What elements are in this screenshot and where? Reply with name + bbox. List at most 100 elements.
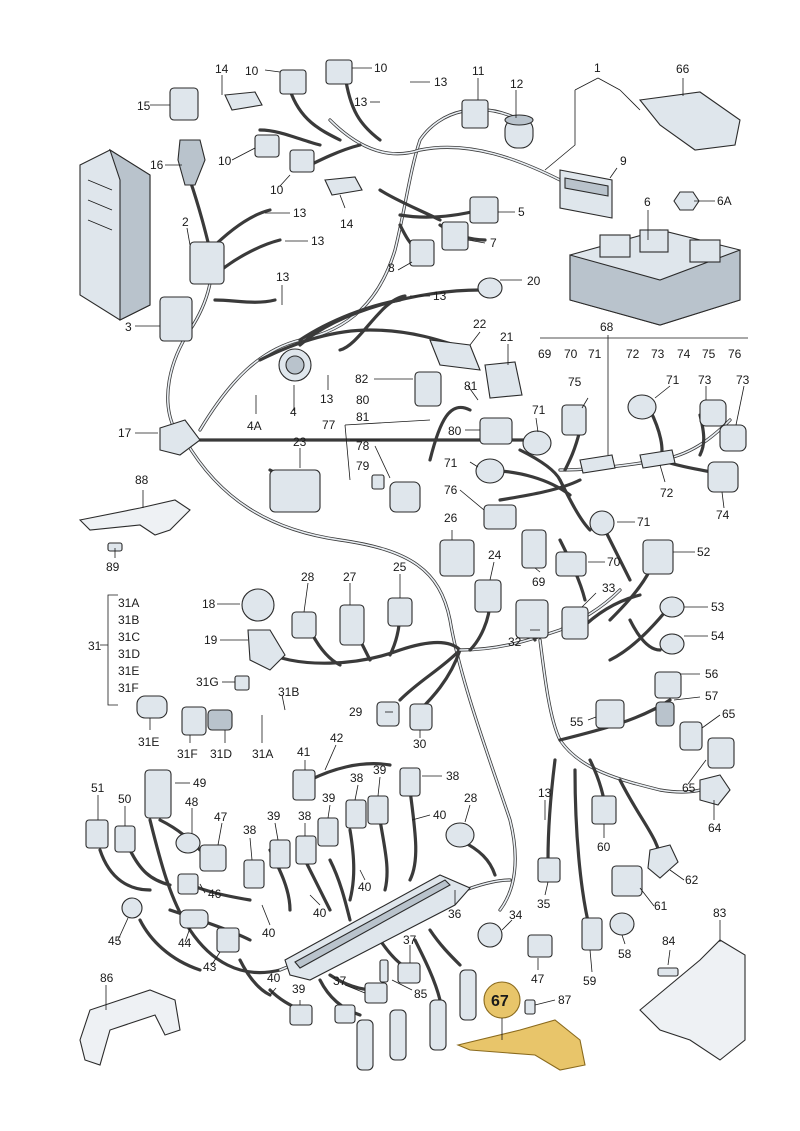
elbow-19	[247, 629, 286, 671]
connector-30	[409, 703, 433, 731]
connector-11	[461, 99, 489, 129]
connector-82	[414, 371, 442, 407]
label-50: 50	[118, 792, 132, 806]
label-2: 2	[182, 215, 189, 229]
connector-74	[707, 461, 739, 493]
label-40b: 40	[262, 926, 276, 940]
connector-49	[144, 769, 172, 819]
coil-4	[459, 969, 477, 1021]
connector-73a	[699, 399, 727, 427]
connector-4	[278, 348, 312, 382]
clip-72	[639, 449, 676, 469]
connector-69	[521, 529, 547, 569]
connector-41	[292, 769, 316, 801]
connector-25	[387, 597, 413, 627]
label-10c: 10	[218, 154, 232, 168]
label-31dd: 31D	[210, 747, 232, 761]
connector-50	[114, 825, 136, 853]
label-13f: 13	[433, 289, 447, 303]
label-68: 68	[600, 320, 614, 334]
label-87: 87	[558, 993, 572, 1007]
label-9: 9	[620, 154, 627, 168]
connector-43	[216, 927, 240, 953]
part-labels: 1 66 9 6 6A 15 16 14 10 10 13 13 11 12 1…	[88, 61, 750, 1010]
label-66: 66	[676, 62, 690, 76]
label-60: 60	[597, 840, 611, 854]
connector-21	[484, 361, 523, 399]
sensor-34	[477, 922, 503, 948]
label-28a: 28	[301, 570, 315, 584]
connector-2	[189, 241, 225, 285]
connector-38a	[399, 767, 421, 797]
label-37b: 37	[333, 974, 347, 988]
label-7: 7	[490, 236, 497, 250]
label-26: 26	[444, 511, 458, 525]
label-22: 22	[473, 317, 487, 331]
label-71: 71	[588, 347, 602, 361]
label-83: 83	[713, 906, 727, 920]
bracket-86	[79, 989, 181, 1066]
label-39b: 39	[267, 809, 281, 823]
connector-39a	[269, 839, 291, 869]
clip-17	[159, 419, 201, 456]
label-29: 29	[349, 705, 363, 719]
label-13g: 13	[320, 392, 334, 406]
label-86: 86	[100, 971, 114, 985]
label-56: 56	[705, 667, 719, 681]
label-71d: 71	[637, 515, 651, 529]
label-52: 52	[697, 545, 711, 559]
bracket-67	[456, 1019, 586, 1071]
label-62: 62	[685, 873, 699, 887]
connector-26	[439, 539, 475, 577]
label-16: 16	[150, 158, 164, 172]
label-70b: 70	[607, 555, 621, 569]
coil-2	[389, 1009, 407, 1061]
label-64: 64	[708, 821, 722, 835]
leader-lines	[97, 67, 748, 1040]
connector-22	[429, 339, 481, 371]
label-24: 24	[488, 548, 502, 562]
connector-27	[339, 604, 365, 646]
label-31ff: 31F	[177, 747, 198, 761]
connector-15	[169, 87, 199, 121]
connector-70	[555, 551, 587, 577]
connector-32	[515, 599, 549, 639]
label-31ee: 31E	[138, 735, 159, 749]
label-46: 46	[208, 887, 222, 901]
connector-33	[561, 606, 589, 640]
label-59: 59	[583, 974, 597, 988]
sensor-57	[655, 701, 675, 727]
connector-47	[199, 844, 227, 872]
bolt-87	[524, 999, 536, 1015]
connector-76	[483, 504, 517, 530]
label-4a: 4A	[247, 419, 262, 433]
sensor-53	[659, 596, 685, 618]
label-10b: 10	[374, 61, 388, 75]
label-31aa: 31A	[252, 747, 273, 761]
label-40a: 40	[433, 808, 447, 822]
label-39d: 39	[292, 982, 306, 996]
coil-3	[429, 999, 447, 1051]
label-21: 21	[500, 330, 514, 344]
label-25: 25	[393, 560, 407, 574]
connector-61	[611, 865, 643, 897]
connector-10c	[254, 134, 280, 158]
sensor-54	[659, 633, 685, 655]
bracket-83	[639, 939, 746, 1061]
label-18: 18	[202, 597, 216, 611]
label-1: 1	[594, 61, 601, 75]
connector-73b	[719, 424, 747, 452]
label-72: 72	[626, 347, 640, 361]
label-13a: 13	[434, 75, 448, 89]
label-40d: 40	[358, 880, 372, 894]
connector-39d	[289, 1004, 313, 1026]
label-3: 3	[125, 320, 132, 334]
connector-3	[159, 296, 193, 342]
label-15: 15	[137, 99, 151, 113]
label-10a: 10	[245, 64, 259, 78]
label-72b: 72	[660, 486, 674, 500]
label-77: 77	[322, 418, 336, 432]
label-11: 11	[472, 64, 485, 78]
elbow-64	[699, 774, 731, 806]
label-49: 49	[193, 776, 207, 790]
